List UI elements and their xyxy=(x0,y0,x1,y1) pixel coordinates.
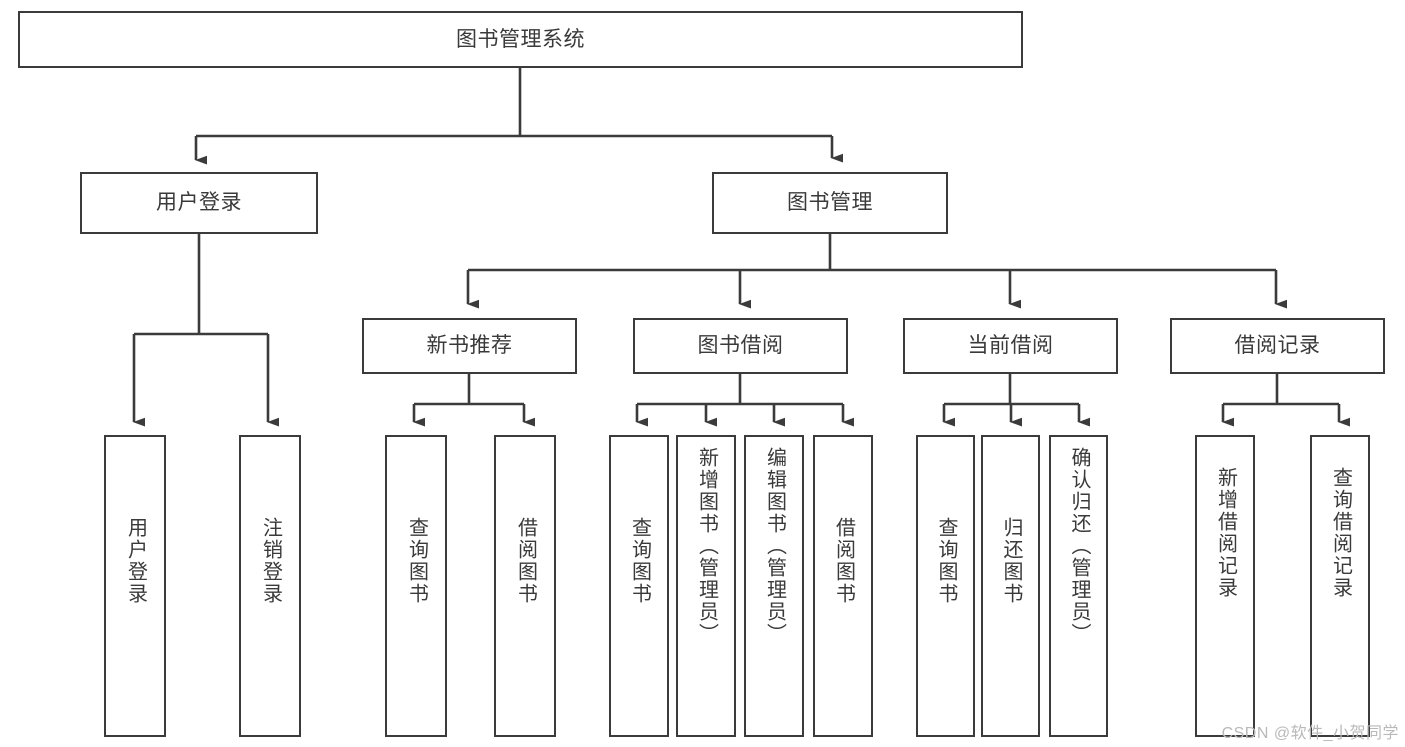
node-borrow-records[interactable]: 借阅记录 xyxy=(1170,318,1385,374)
leaf-label: 借阅图书 xyxy=(832,517,855,605)
leaf-label: 查询图书 xyxy=(628,517,651,605)
leaf-user-login-login[interactable]: 用户登录 xyxy=(104,435,166,737)
node-new-book-recommend[interactable]: 新书推荐 xyxy=(362,318,577,374)
leaf-label: 新增借阅记录 xyxy=(1214,467,1237,599)
leaf-label: 编辑图书（管理员） xyxy=(763,447,786,645)
leaf-new-book-borrow-book[interactable]: 借阅图书 xyxy=(494,435,556,737)
node-root-book-management-system[interactable]: 图书管理系统 xyxy=(18,11,1023,68)
leaf-label: 查询图书 xyxy=(405,517,428,605)
leaf-current-borrow-return-book[interactable]: 归还图书 xyxy=(981,435,1040,737)
watermark: CSDN @软件_小贺同学 xyxy=(1221,725,1399,742)
leaf-current-borrow-query-book[interactable]: 查询图书 xyxy=(916,435,975,737)
node-book-borrow[interactable]: 图书借阅 xyxy=(633,318,848,374)
leaf-label: 注销登录 xyxy=(259,517,282,605)
leaf-label: 查询图书 xyxy=(935,517,957,605)
leaf-label: 归还图书 xyxy=(1000,517,1022,605)
leaf-user-login-logout[interactable]: 注销登录 xyxy=(239,435,301,737)
node-user-login[interactable]: 用户登录 xyxy=(80,172,318,234)
node-label: 当前借阅 xyxy=(967,334,1054,358)
leaf-label: 用户登录 xyxy=(124,517,147,605)
leaf-book-borrow-query-book[interactable]: 查询图书 xyxy=(609,435,669,737)
node-book-management[interactable]: 图书管理 xyxy=(712,172,948,234)
leaf-label: 确认归还（管理员） xyxy=(1068,447,1090,645)
leaf-label: 借阅图书 xyxy=(514,517,537,605)
node-label: 新书推荐 xyxy=(426,334,513,358)
node-label: 图书管理系统 xyxy=(456,27,585,51)
leaf-borrow-records-query-record[interactable]: 查询借阅记录 xyxy=(1310,435,1370,737)
leaf-new-book-query-book[interactable]: 查询图书 xyxy=(385,435,447,737)
leaf-book-borrow-add-book-admin[interactable]: 新增图书（管理员） xyxy=(676,435,736,737)
leaf-book-borrow-borrow-book[interactable]: 借阅图书 xyxy=(813,435,873,737)
node-label: 图书管理 xyxy=(787,191,873,215)
leaf-borrow-records-add-record[interactable]: 新增借阅记录 xyxy=(1195,435,1255,737)
node-current-borrow[interactable]: 当前借阅 xyxy=(903,318,1118,374)
leaf-current-borrow-confirm-return-admin[interactable]: 确认归还（管理员） xyxy=(1049,435,1108,737)
leaf-book-borrow-edit-book-admin[interactable]: 编辑图书（管理员） xyxy=(744,435,804,737)
leaf-label: 查询借阅记录 xyxy=(1329,467,1352,599)
node-label: 用户登录 xyxy=(156,191,242,215)
node-label: 图书借阅 xyxy=(697,334,784,358)
node-label: 借阅记录 xyxy=(1234,334,1321,358)
leaf-label: 新增图书（管理员） xyxy=(695,447,718,645)
